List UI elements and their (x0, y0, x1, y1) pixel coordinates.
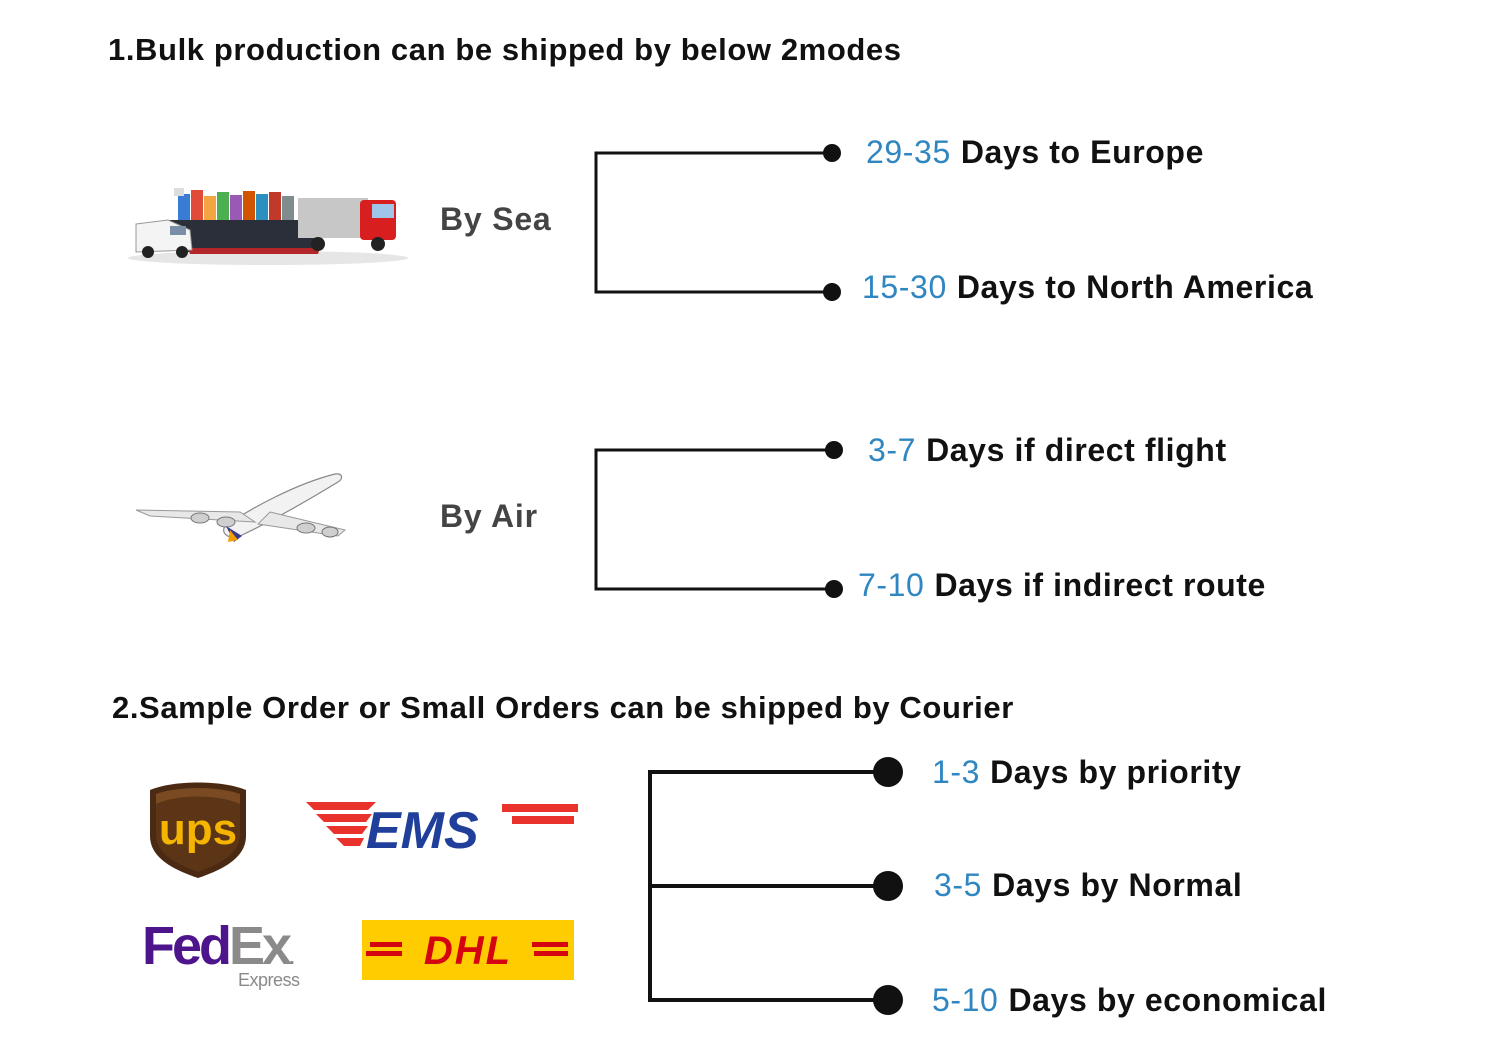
service-text: Days by Normal (992, 867, 1243, 903)
fedex-dot: . (289, 947, 294, 969)
days-range: 7-10 (858, 567, 925, 603)
route-text: Days if direct flight (926, 432, 1227, 468)
ups-logo-icon: ups (150, 782, 246, 878)
bullet-dot (873, 985, 903, 1015)
fedex-express-text: Express (238, 970, 300, 990)
air-bracket (594, 448, 834, 591)
fedex-ex-text: Ex (229, 916, 292, 976)
days-range: 15-30 (862, 269, 947, 305)
dhl-logo-icon: DHL (362, 920, 574, 980)
mode-label-sea: By Sea (440, 201, 552, 237)
sea-bracket (594, 151, 832, 294)
bullet-dot (823, 283, 841, 301)
bullet-dot (873, 757, 903, 787)
section1-heading: 1.Bulk production can be shipped by belo… (108, 32, 902, 67)
route-text: Days if indirect route (934, 567, 1266, 603)
bullet-dot (825, 441, 843, 459)
airplane-icon (135, 473, 347, 542)
fedex-wordmark: FedEx. (142, 916, 294, 988)
ems-logo-text: EMS (366, 802, 479, 854)
fedex-logo-icon: FedEx. Express (142, 916, 342, 996)
bullet-dot (825, 580, 843, 598)
cargo-ship-truck-van-icon (128, 188, 408, 265)
days-range: 5-10 (932, 982, 999, 1018)
destination-text: Days to North America (956, 269, 1314, 305)
courier-bracket (648, 770, 888, 1002)
service-text: Days by priority (990, 754, 1242, 790)
section2-heading: 2.Sample Order or Small Orders can be sh… (112, 690, 1014, 725)
days-range: 1-3 (932, 754, 981, 790)
ems-logo-icon: EMS (306, 802, 578, 854)
ups-logo-text: ups (159, 805, 237, 854)
days-range: 29-35 (866, 134, 951, 170)
days-range: 3-5 (934, 867, 983, 903)
days-range: 3-7 (868, 432, 917, 468)
bullet-dot (873, 871, 903, 901)
dhl-logo-text: DHL (424, 929, 512, 973)
service-text: Days by economical (1008, 982, 1327, 1018)
fedex-fed-text: Fed (142, 916, 232, 976)
destination-text: Days to Europe (960, 134, 1204, 170)
bullet-dot (823, 144, 841, 162)
mode-label-air: By Air (440, 498, 538, 534)
